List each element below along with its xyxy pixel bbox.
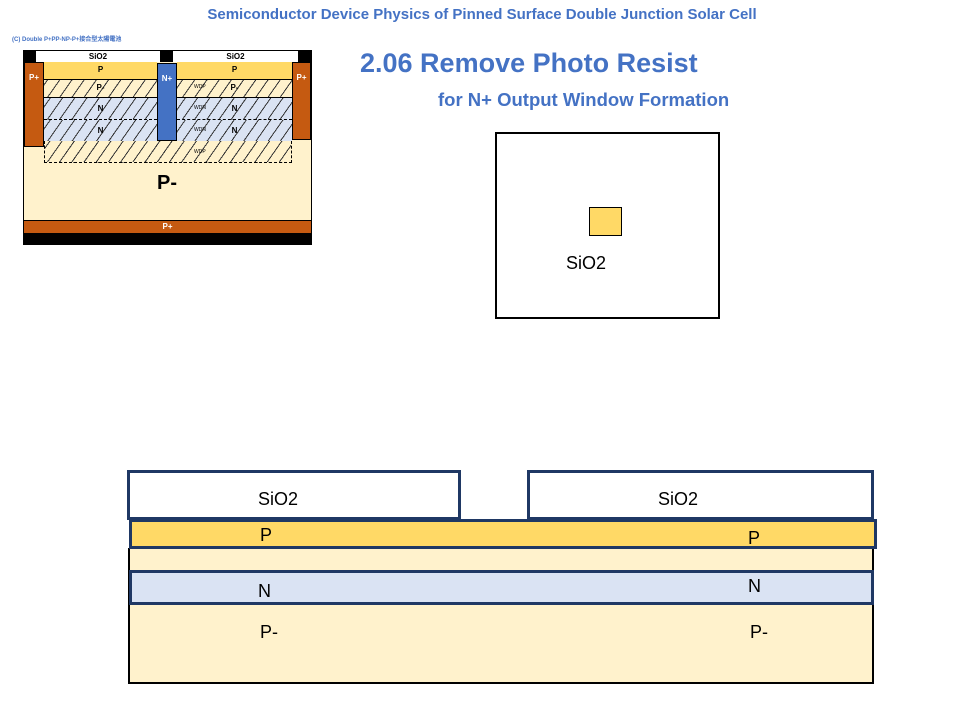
sio2-left [127,470,461,520]
thumb-wdn-2: WDN [194,127,206,133]
top-view-label: SiO2 [566,253,607,273]
thumb-n1-left: N [44,97,157,119]
thumb-pplus-right: P+ [292,62,311,140]
thumb-pminus-right: P- [177,80,292,97]
n-left-label: N [258,581,271,601]
pminus-layer [128,548,874,684]
thumb-n1-right: N [177,97,292,119]
thumbnail-caption: (C) Double P+PP-NP-P+接合型太陽電池 [12,37,122,43]
n-layer [129,570,874,605]
thumb-wdp-bottom: WDP [194,149,206,155]
pminus-left-label: P- [260,622,278,642]
thumb-sio2-left: SiO2 [36,51,160,62]
thumb-p-right: P [177,62,292,80]
thumb-bottom-pplus: P+ [24,221,311,233]
top-view-window [589,207,622,236]
thumb-wdp-top: WDP [194,84,206,90]
top-view-box [495,132,720,319]
step-subtitle: for N+ Output Window Formation [438,89,730,110]
p-layer [129,519,877,549]
pminus-right-label: P- [750,622,768,642]
sio2-left-label: SiO2 [258,489,299,509]
p-right-label: P [748,528,761,548]
thumb-depletion-region [44,141,292,163]
step-title: 2.06 Remove Photo Resist [360,48,698,78]
thumb-nplus: N+ [157,63,177,141]
thumb-sio2-right: SiO2 [173,51,298,62]
thumb-substrate-label: P- [157,172,177,194]
sio2-right [527,470,874,520]
thumb-n2-right: N [177,119,292,141]
thumb-n2-left: N [44,119,157,141]
thumb-wdn-1: WDN [194,105,206,111]
thumb-p-left: P [44,62,157,80]
thumb-pplus-left: P+ [24,62,44,147]
p-left-label: P [260,525,273,545]
thumb-pminus-left: P- [44,80,157,97]
sio2-right-label: SiO2 [658,489,699,509]
page-title: Semiconductor Device Physics of Pinned S… [207,6,757,23]
n-right-label: N [748,576,761,596]
